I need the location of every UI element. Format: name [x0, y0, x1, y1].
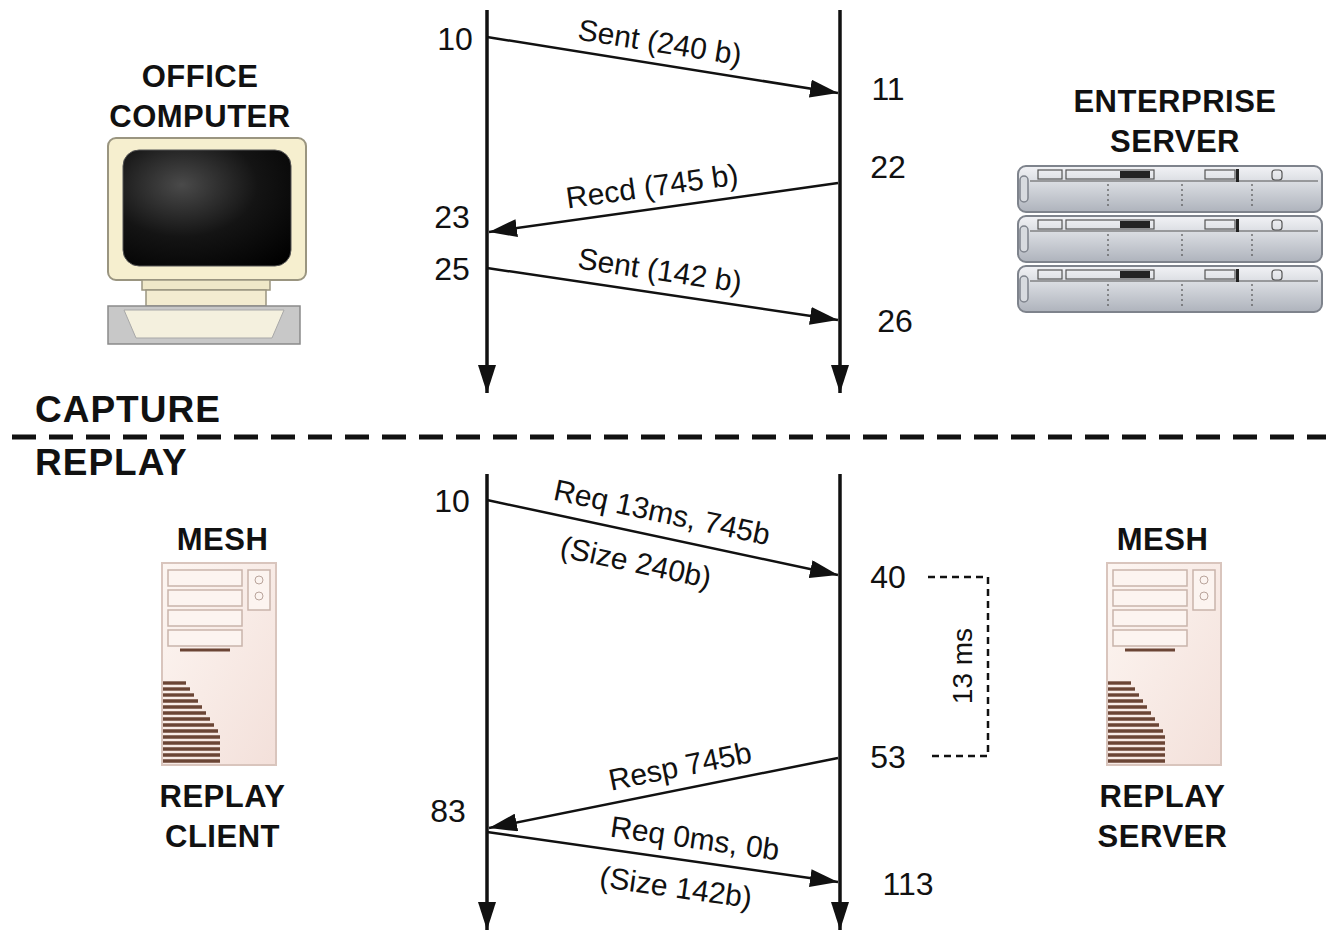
message-label: (Size 240b)	[558, 530, 715, 594]
timestamp: 22	[870, 150, 906, 185]
node-heading: ENTERPRISE SERVER	[1030, 82, 1320, 162]
node-caption: REPLAY CLIENT	[130, 777, 315, 857]
interval-label: 13 ms	[948, 628, 979, 704]
server-illustration	[1018, 166, 1322, 312]
tower-illustration	[162, 563, 276, 765]
timestamp: 83	[430, 794, 466, 829]
server-icon: ENTERPRISE SERVER	[1030, 82, 1320, 317]
timestamp: 40	[870, 560, 906, 595]
node-heading: MESH	[1070, 520, 1255, 560]
timestamp: 25	[434, 252, 470, 287]
message-arrow	[487, 37, 838, 882]
interval-bracket	[928, 577, 988, 756]
timestamp: 53	[870, 740, 906, 775]
tower-illustration	[1107, 563, 1221, 765]
mesh-machine: MESH REPLAY CLIENT	[130, 520, 315, 860]
message-label: Resp 745b	[606, 735, 755, 796]
timestamp: 10	[437, 22, 473, 57]
node-caption: REPLAY SERVER	[1070, 777, 1255, 857]
timeline	[487, 10, 840, 930]
message-label: Sent (240 b)	[576, 13, 744, 71]
node-heading: OFFICE COMPUTER	[80, 57, 320, 137]
timestamp: 11	[871, 72, 904, 107]
computer-icon: OFFICE COMPUTER	[80, 57, 320, 347]
message-label: (Size 142b)	[598, 860, 755, 914]
mesh-machine: MESH REPLAY SERVER	[1070, 520, 1255, 860]
message-label: Req 0ms, 0b	[608, 810, 781, 866]
timestamp: 113	[882, 867, 933, 902]
computer-illustration	[108, 138, 306, 344]
node-heading: MESH	[130, 520, 315, 560]
message-label: Recd (745 b)	[564, 158, 740, 215]
timestamp: 26	[877, 304, 913, 339]
phase-label: REPLAY	[35, 443, 188, 484]
phase-label: CAPTURE	[35, 390, 221, 431]
timestamp: 10	[434, 484, 470, 519]
divider-line	[12, 435, 1326, 440]
timestamp: 23	[434, 200, 470, 235]
message-label: Sent (142 b)	[576, 242, 744, 299]
